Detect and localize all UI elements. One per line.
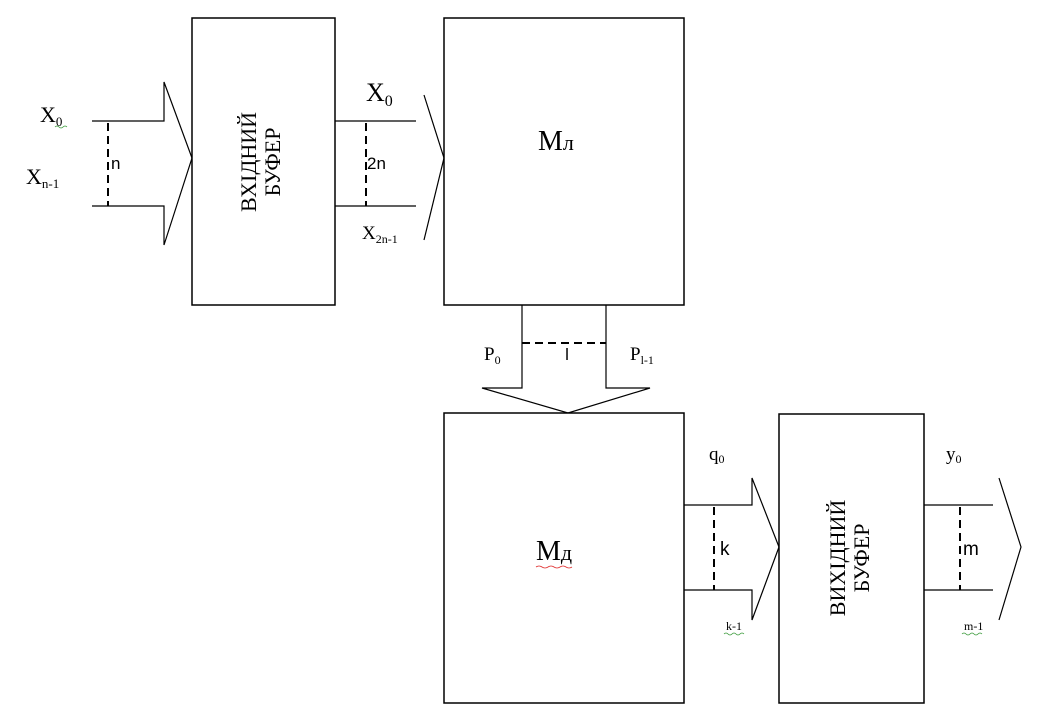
q-bus-bottom-label: k-1 xyxy=(726,619,742,633)
output-buffer-block xyxy=(778,413,925,704)
md-block-label: Мд xyxy=(536,536,572,567)
input-buffer-label-line1: ВХІДНИЙ xyxy=(236,112,261,212)
input-bus-arrow xyxy=(92,81,193,246)
q-bus-arrow xyxy=(684,477,780,621)
input-buffer-label-line2: БУФЕР xyxy=(260,128,285,197)
spellcheck-underline xyxy=(961,632,983,636)
mid-bus-bottom-label: X2n-1 xyxy=(362,223,398,246)
md-block xyxy=(443,412,685,704)
mid-bus-arrow xyxy=(335,94,445,241)
input-bus-width-label: n xyxy=(111,154,120,173)
output-buffer-label-line1: ВИХІДНИЙ xyxy=(825,500,850,617)
p-bus-right-label: Pl-1 xyxy=(630,344,654,367)
y-bus-width-label: m xyxy=(963,539,979,560)
input-buffer-label: ВХІДНИЙ БУФЕР xyxy=(236,112,285,212)
spellcheck-underline xyxy=(723,632,745,636)
p-bus-left-label: P0 xyxy=(484,344,501,367)
output-buffer-label-line2: БУФЕР xyxy=(849,524,874,593)
mid-bus-top-label: X0 xyxy=(366,78,393,110)
mid-bus-width-label: 2n xyxy=(367,154,386,173)
output-buffer-label: ВИХІДНИЙ БУФЕР xyxy=(825,500,874,617)
ml-block xyxy=(443,17,685,306)
input-bus-top-label: X0 xyxy=(40,102,62,129)
y-bus-bottom-label: m-1 xyxy=(964,619,983,633)
y-bus-top-label: y0 xyxy=(946,444,962,466)
q-bus-top-label: q0 xyxy=(709,444,725,466)
spellcheck-underline xyxy=(535,565,573,569)
input-buffer-block xyxy=(191,17,336,306)
spellcheck-underline xyxy=(54,125,68,129)
input-bus-bottom-label: Xn-1 xyxy=(26,164,59,191)
q-bus-width-label: k xyxy=(720,539,730,560)
p-bus-width-label: l xyxy=(565,345,569,364)
ml-block-label: Мл xyxy=(538,126,574,157)
y-bus-arrow xyxy=(924,477,1022,621)
